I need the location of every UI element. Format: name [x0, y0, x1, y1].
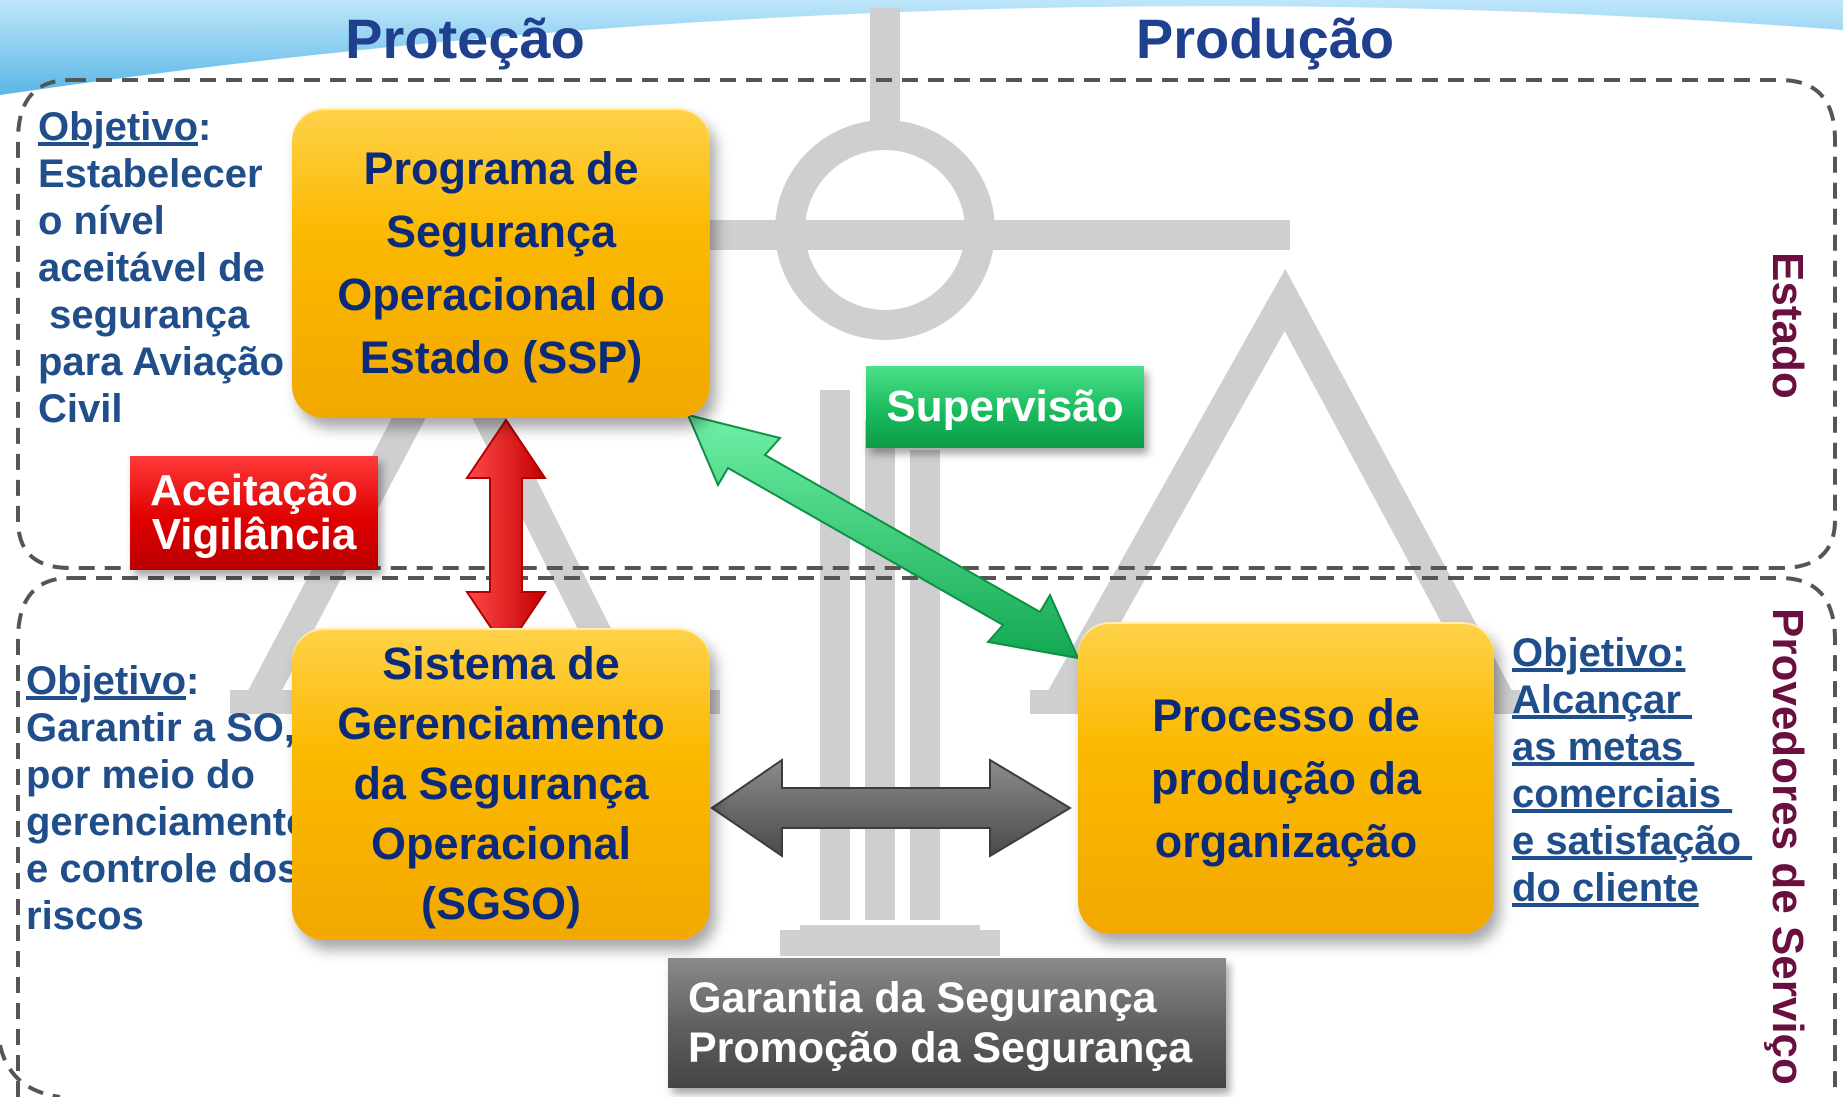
objective-line: Civil — [38, 387, 123, 431]
objective-line: Garantir a SO, — [26, 706, 295, 750]
objective-line: do cliente — [1512, 866, 1699, 910]
sgso-line: da Segurança — [353, 758, 649, 809]
sgso-line: (SGSO) — [420, 878, 581, 929]
objective-line: o nível — [38, 199, 165, 243]
zone-provedores-border — [16, 576, 1837, 1097]
zone-label-estado: Estado — [1763, 252, 1812, 399]
protection-heading: Proteção — [345, 7, 585, 70]
objective-line: por meio do — [26, 753, 255, 797]
acceptance-tag: Aceitação Vigilância — [130, 456, 378, 570]
objective-line: aceitável de — [38, 246, 265, 290]
production-box: Processo de produção da organização — [1078, 622, 1494, 934]
objective-estado: Objetivo: Estabelecer o nível aceitável … — [38, 105, 285, 431]
sgso-line: Operacional — [370, 818, 632, 869]
assurance-tag: Garantia da Segurança Promoção da Segura… — [668, 958, 1226, 1088]
ssp-box: Programa de Segurança Operacional do Est… — [292, 108, 710, 418]
objective-line: e satisfação — [1512, 819, 1753, 863]
production-line: organização — [1154, 815, 1418, 867]
objective-line: para Aviação — [38, 340, 285, 384]
objective-line: gerenciamento — [26, 800, 311, 844]
objective-line: segurança — [38, 293, 250, 337]
ssp-line: Estado (SSP) — [359, 332, 643, 383]
objective-label: Objetivo — [26, 659, 187, 703]
zone-estado-border — [16, 78, 1837, 570]
objective-line: comerciais — [1512, 772, 1733, 816]
supervision-tag: Supervisão — [866, 366, 1144, 448]
zone-label-provedores: Provedores de Serviço — [1763, 608, 1812, 1085]
objective-provedores: Objetivo: Garantir a SO, por meio do ger… — [26, 659, 311, 938]
ssp-line: Programa de — [363, 143, 639, 194]
ssp-line: Operacional do — [337, 269, 665, 320]
production-heading: Produção — [1135, 7, 1395, 70]
objective-label: Objetivo: — [1512, 631, 1686, 675]
sgso-line: Sistema de — [382, 638, 620, 689]
objective-line: e controle dos — [26, 847, 300, 891]
objective-line: riscos — [26, 894, 144, 938]
objective-line: Alcançar — [1512, 678, 1693, 722]
production-line: Processo de — [1152, 689, 1420, 741]
production-line: produção da — [1150, 752, 1422, 804]
assurance-arrow — [710, 758, 1072, 858]
ssp-line: Segurança — [385, 206, 617, 257]
header-arc — [0, 0, 1843, 95]
objective-production: Objetivo: Alcançar as metas comerciais e… — [1512, 630, 1752, 912]
objective-label: Objetivo — [38, 105, 199, 149]
sgso-line: Gerenciamento — [337, 698, 665, 749]
objective-line: as metas — [1512, 725, 1695, 769]
sgso-box: Sistema de Gerenciamento da Segurança Op… — [292, 628, 710, 940]
objective-line: Estabelecer — [38, 152, 263, 196]
